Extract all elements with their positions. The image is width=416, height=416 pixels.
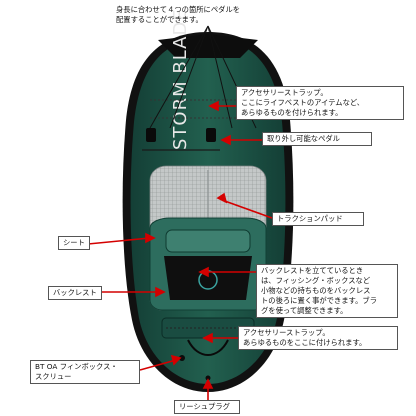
callout-pedal-positions: 身長に合わせて４つの箇所にペダルを 配置することができます。 [116,5,241,24]
callout-backrest: バックレスト [48,286,102,300]
callout-front-accessory-strap: アクセサリーストラップ。 ここにライフベストのアイテムなど、 あらゆるものを付け… [236,86,404,120]
backrest [164,256,252,300]
callout-leash-plug: リーシュプラグ [174,400,240,414]
callout-backrest-note: バックレストを立てているとき は、フィッシング・ボックスなど 小物などの持ちもの… [256,264,398,318]
callout-fin-box: BT OA フィンボックス・ スクリュー [30,360,140,384]
leash-plug [205,375,211,381]
tail-handle [187,339,229,356]
callout-removable-pedal: 取り外し可能なペダル [262,132,372,146]
removable-pedals [142,128,220,151]
callout-traction-pad: トラクションパッド [272,212,364,226]
fin-box [179,355,185,361]
callout-arrows [87,25,273,400]
callout-seat: シート [58,236,90,250]
nose-cap [158,34,258,58]
callout-rear-accessory-strap: アクセサリーストラップ。 あらゆるものをここに付けられます。 [238,326,398,350]
